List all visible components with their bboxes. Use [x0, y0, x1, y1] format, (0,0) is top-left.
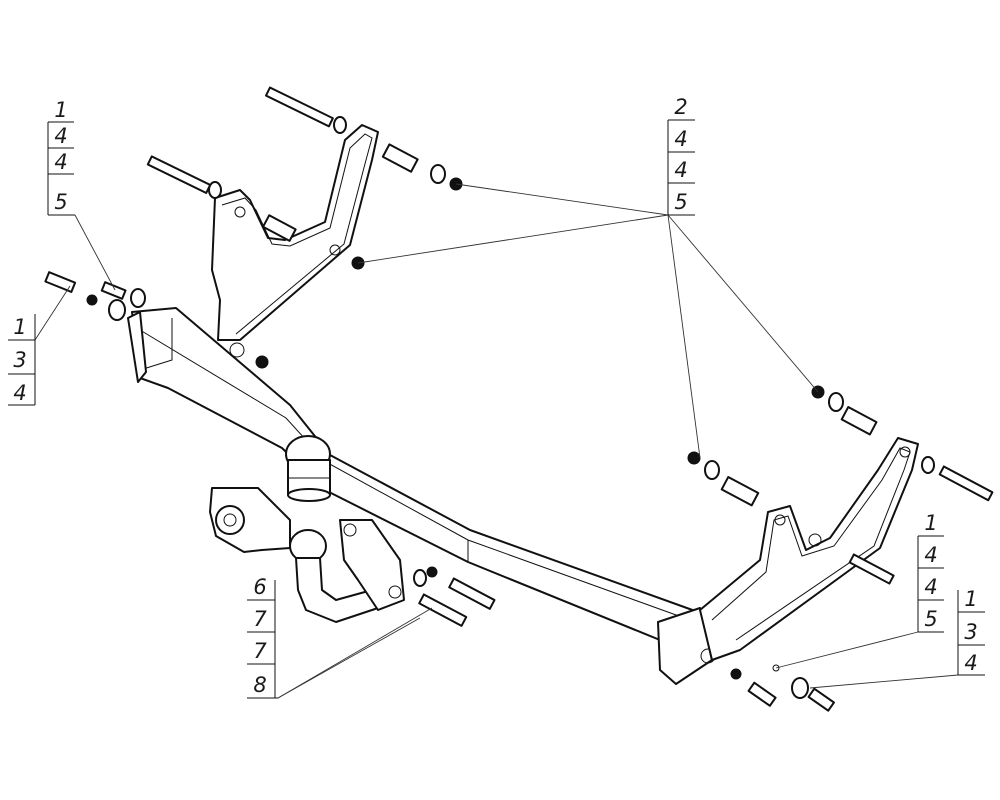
callout-number: 3 [964, 620, 977, 644]
callout-top-right: 2 4 4 5 [667, 95, 695, 216]
main-cross-beam [127, 307, 699, 641]
tow-ball-mount [285, 435, 405, 623]
ball-mount-bolts [413, 566, 496, 627]
callout-right-lower: 1 3 4 [957, 587, 985, 676]
callout-number: 4 [674, 158, 687, 182]
callout-number: 1 [964, 587, 977, 611]
callout-number: 5 [924, 607, 937, 631]
fasteners-right [687, 385, 994, 585]
callout-left-upper: 1 4 4 5 [47, 98, 75, 216]
callout-left-lower: 1 3 4 [8, 314, 36, 406]
callout-right-upper: 1 4 4 5 [917, 511, 944, 633]
callout-number: 5 [54, 190, 67, 214]
callout-number: 4 [924, 543, 937, 567]
callout-number: 4 [924, 575, 937, 599]
right-mounting-bracket [699, 437, 919, 661]
callout-number: 1 [13, 315, 26, 339]
leader-lines [34, 183, 959, 699]
callout-number: 3 [13, 348, 26, 372]
callout-number: 4 [54, 124, 67, 148]
callout-number: 4 [54, 150, 67, 174]
long-bolts-left [146, 86, 347, 199]
callout-number: 1 [54, 98, 67, 122]
beam-end-plate-right [657, 607, 716, 685]
end-bolts-right [730, 664, 835, 712]
callout-number: 5 [674, 190, 687, 214]
callout-number: 2 [674, 95, 687, 119]
callout-number: 8 [253, 673, 266, 697]
callout-number: 4 [964, 651, 977, 675]
left-mounting-bracket [211, 124, 379, 358]
end-bolts-left [44, 271, 146, 321]
callout-number: 4 [13, 381, 26, 405]
spacer-sleeves-left [255, 143, 463, 369]
callout-number: 4 [674, 127, 687, 151]
callout-number: 1 [924, 511, 937, 535]
callout-number: 7 [253, 607, 267, 631]
callout-number: 7 [253, 639, 267, 663]
electrical-socket-plate [209, 487, 291, 553]
callout-number: 6 [253, 575, 266, 599]
callout-ball-mount: 6 7 7 8 [247, 575, 278, 699]
